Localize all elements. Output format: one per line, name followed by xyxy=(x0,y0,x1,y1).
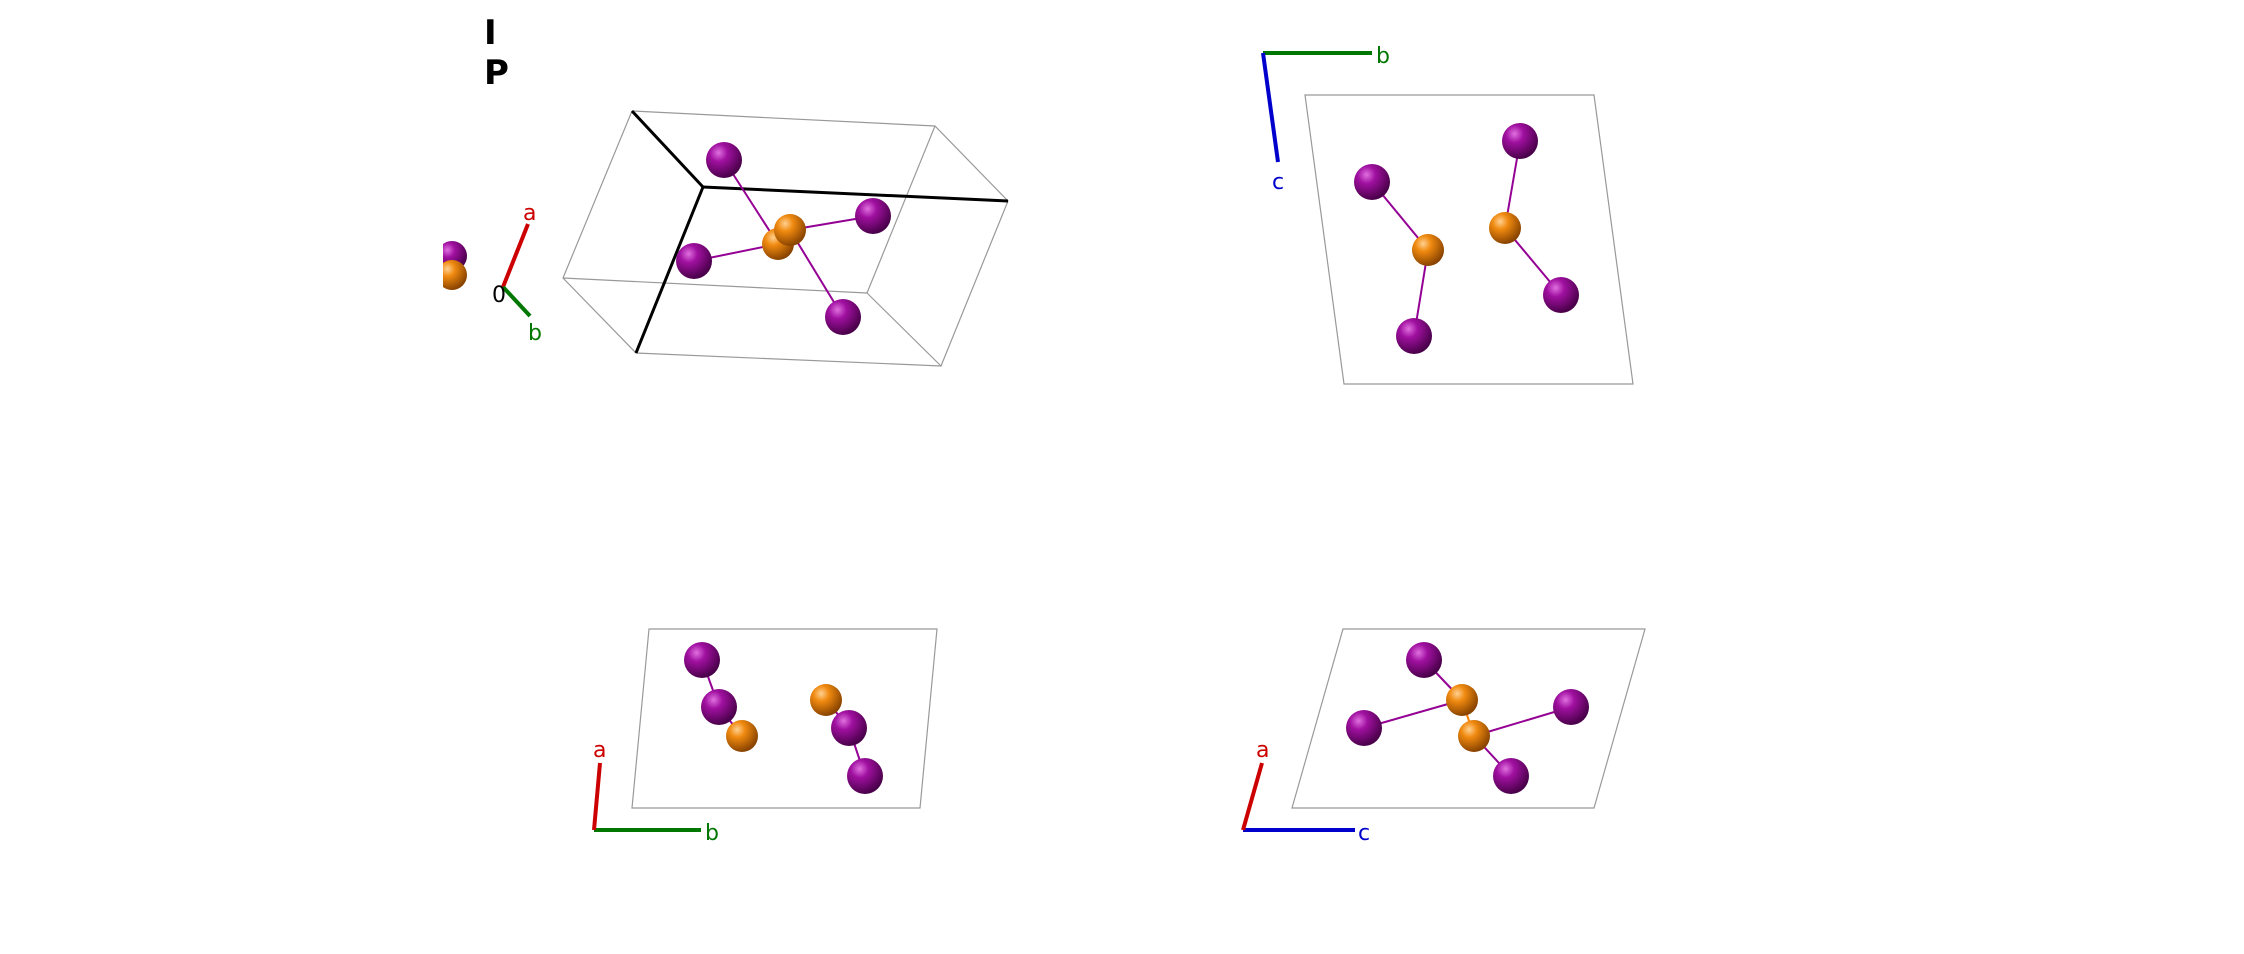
axis-triad-ab: a b xyxy=(592,738,719,846)
cell-edge xyxy=(562,277,868,294)
axis-b-label: b xyxy=(528,321,542,346)
iodine-atom xyxy=(825,299,861,335)
bonds-along-b xyxy=(1363,659,1572,777)
origin-label: 0 xyxy=(492,283,506,308)
unit-cell-outline xyxy=(631,628,938,809)
phosphorus-atom xyxy=(1489,212,1521,244)
view-along-b: a c xyxy=(1241,628,1646,846)
iodine-atom xyxy=(701,689,737,725)
axis-triad-bc: b c xyxy=(1261,44,1390,195)
legend-iodine: I xyxy=(484,13,497,53)
axis-a-label: a xyxy=(593,738,606,763)
phosphorus-atom xyxy=(726,720,758,752)
iodine-atom xyxy=(855,198,891,234)
bonds-along-a xyxy=(1371,140,1562,337)
iodine-atom xyxy=(676,243,712,279)
view-along-c: a b xyxy=(592,628,938,846)
axis-c-label: c xyxy=(1358,821,1370,846)
unit-cell-perspective xyxy=(562,109,1009,367)
unit-cell-outline xyxy=(1291,628,1646,809)
phosphorus-atom xyxy=(437,260,467,290)
axis-b-label: b xyxy=(705,821,719,846)
iodine-atom xyxy=(1502,123,1538,159)
iodine-atom xyxy=(706,142,742,178)
view-along-a: b c xyxy=(1261,44,1634,385)
iodine-atom xyxy=(1346,710,1382,746)
axis-a-line xyxy=(592,762,602,831)
axis-a-label: a xyxy=(523,201,536,226)
phosphorus-atom xyxy=(1458,720,1490,752)
iodine-atom xyxy=(1553,689,1589,725)
legend-phosphorus: P xyxy=(484,53,509,93)
iodine-atom xyxy=(1396,318,1432,354)
axis-c-line xyxy=(1261,52,1280,163)
element-legend: I P xyxy=(484,13,509,93)
iodine-atom xyxy=(847,758,883,794)
axis-triad-perspective: a b 0 xyxy=(492,201,542,346)
iodine-atom xyxy=(831,710,867,746)
iodine-atom xyxy=(1354,164,1390,200)
cell-axis-edge xyxy=(702,185,1009,203)
phosphorus-atom xyxy=(1412,234,1444,266)
axis-triad-ac: a c xyxy=(1241,738,1370,846)
axis-a-line xyxy=(1241,762,1264,831)
phosphorus-atom xyxy=(810,684,842,716)
cell-axis-edge xyxy=(634,186,705,354)
perspective-view: a b 0 xyxy=(420,109,1009,367)
phosphorus-atom xyxy=(1446,684,1478,716)
iodine-atom xyxy=(684,642,720,678)
cell-edge xyxy=(866,125,936,294)
axis-a-label: a xyxy=(1256,738,1269,763)
unit-cell-outline xyxy=(1304,94,1634,385)
axis-b-label: b xyxy=(1376,44,1390,69)
axis-c-label: c xyxy=(1272,170,1284,195)
view-edge-mask xyxy=(420,230,443,300)
iodine-atom xyxy=(1493,758,1529,794)
axis-b-line xyxy=(501,285,532,318)
axis-a-line xyxy=(501,223,530,288)
phosphorus-atom xyxy=(774,214,806,246)
iodine-atom xyxy=(1406,642,1442,678)
iodine-atom xyxy=(1543,277,1579,313)
cell-edge xyxy=(866,292,942,367)
cell-axis-edge xyxy=(630,109,705,189)
